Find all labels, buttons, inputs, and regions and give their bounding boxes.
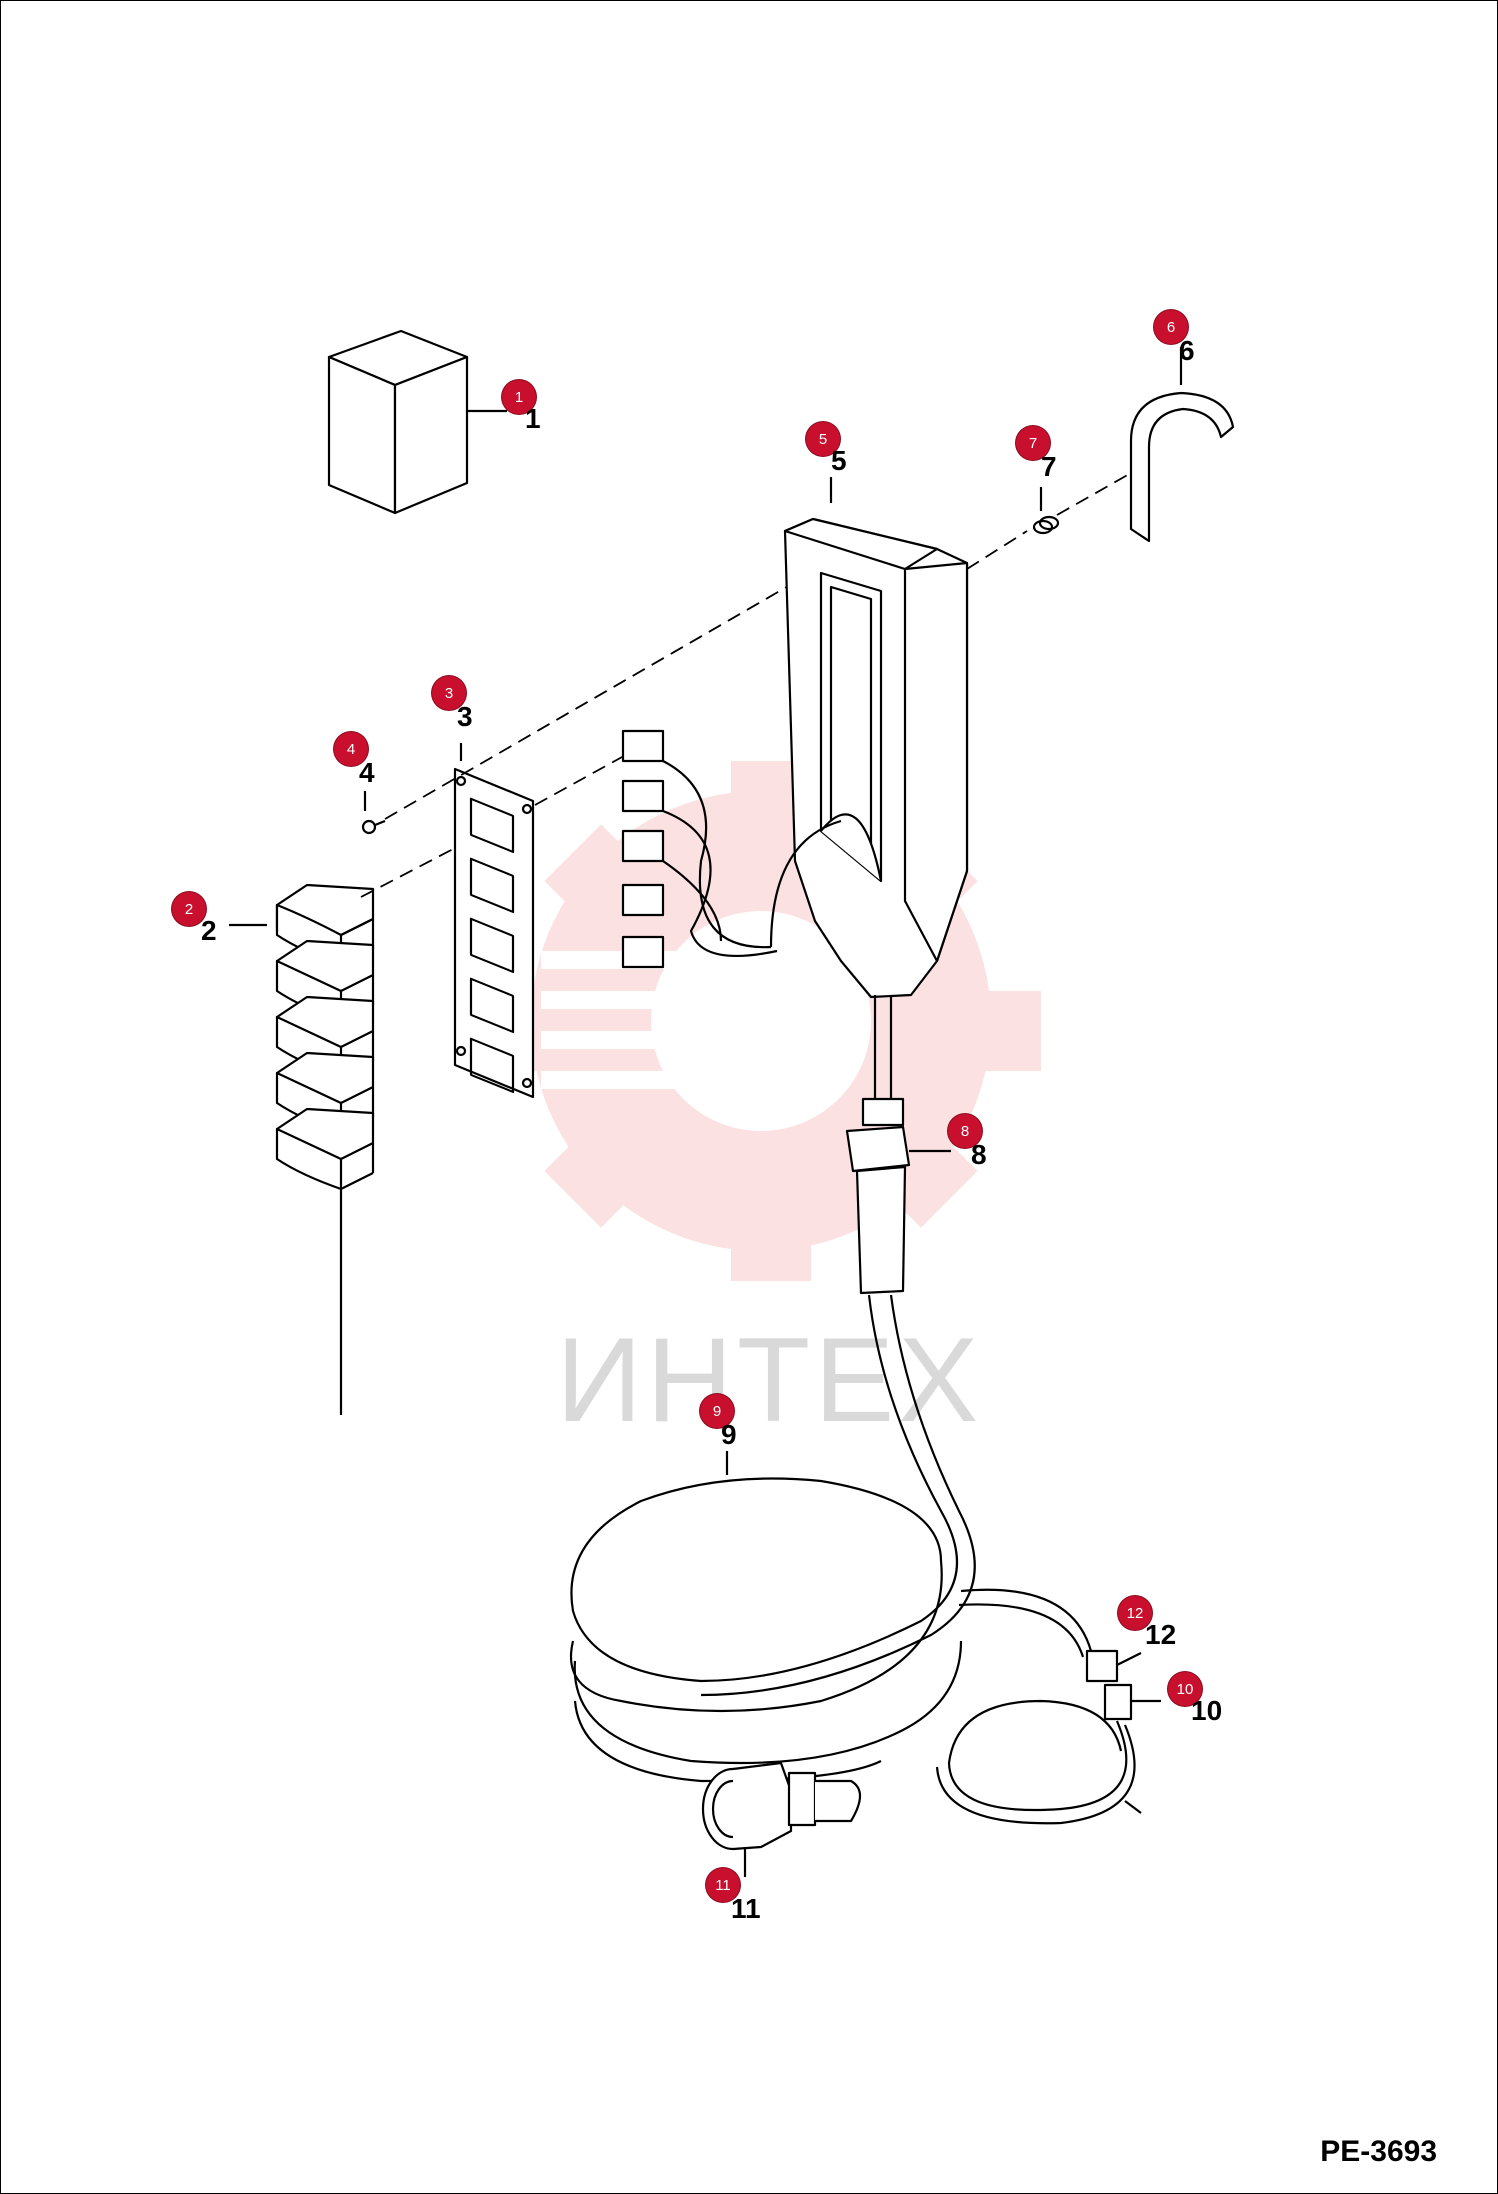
part-rocker-switches xyxy=(229,883,375,1415)
callout-4[interactable]: 4 xyxy=(334,732,368,766)
callout-5[interactable]: 5 xyxy=(806,422,840,456)
callout-8[interactable]: 8 xyxy=(948,1114,982,1148)
callout-10[interactable]: 10 xyxy=(1168,1672,1202,1706)
part-number-6: 6 xyxy=(1179,335,1195,366)
part-number-3: 3 xyxy=(457,701,473,732)
part-number-4: 4 xyxy=(359,757,375,788)
part-pigtail-cable xyxy=(935,1588,1161,1825)
part-box xyxy=(327,329,507,515)
part-washer xyxy=(1032,487,1060,535)
part-switch-plate xyxy=(453,743,535,1099)
part-strain-relief xyxy=(845,1097,951,1295)
part-number-8: 8 xyxy=(971,1139,987,1170)
part-round-connector xyxy=(701,1761,862,1877)
part-number-1: 1 xyxy=(525,403,541,434)
callout-1[interactable]: 1 xyxy=(502,380,536,414)
part-number-7: 7 xyxy=(1041,451,1057,482)
callout-7[interactable]: 7 xyxy=(1016,426,1050,460)
part-number-5: 5 xyxy=(831,445,847,476)
part-number-2: 2 xyxy=(201,915,217,946)
part-clip xyxy=(1129,347,1235,543)
part-number-10: 10 xyxy=(1191,1695,1223,1726)
part-handle-housing xyxy=(783,477,969,1101)
drawing-id: PE-3693 xyxy=(1320,2135,1437,2168)
part-harness-connectors xyxy=(621,729,842,969)
part-number-11: 11 xyxy=(731,1893,761,1924)
callout-3[interactable]: 3 xyxy=(432,676,466,710)
callout-2[interactable]: 2 xyxy=(172,892,206,926)
callout-12[interactable]: 12 xyxy=(1118,1596,1152,1630)
callout-6[interactable]: 6 xyxy=(1154,310,1188,344)
part-number-12: 12 xyxy=(1145,1619,1177,1650)
assembly-lines xyxy=(360,472,1132,898)
part-screw xyxy=(361,791,386,835)
part-number-9: 9 xyxy=(721,1419,737,1450)
part-coiled-cable xyxy=(569,1294,976,1783)
callout-11[interactable]: 11 xyxy=(706,1868,740,1902)
callout-9[interactable]: 9 xyxy=(700,1394,734,1428)
